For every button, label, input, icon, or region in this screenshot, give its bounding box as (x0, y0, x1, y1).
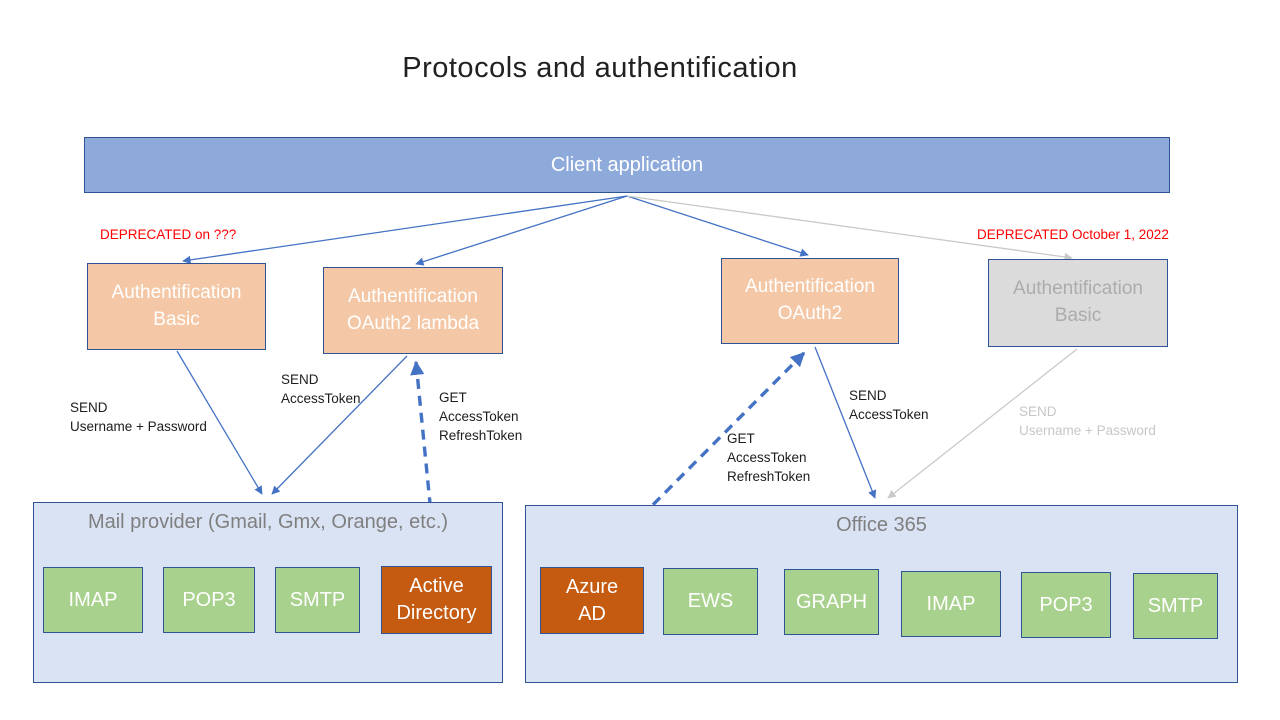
office-graph-label: GRAPH (795, 590, 868, 613)
auth-oauth2-lambda-box: Authentification OAuth2 lambda (323, 267, 503, 354)
edge-label-line: AccessToken (439, 409, 519, 425)
arrow-client-to-basic-left (182, 195, 628, 265)
arrow-client-to-oauth2-lambda (415, 195, 628, 266)
edge-label-line: GET (439, 390, 467, 405)
mail-smtp-box: SMTP (275, 567, 360, 633)
auth-oauth2-line1: Authentification (745, 276, 875, 298)
edge-label-line: SEND (281, 372, 319, 387)
edge-label-line: SEND (1019, 404, 1057, 419)
deprecated-left-label: DEPRECATED on ??? (100, 227, 237, 242)
office-ews-label: EWS (687, 590, 734, 612)
deprecated-right-label: DEPRECATED October 1, 2022 (977, 227, 1169, 242)
auth-basic-right-line1: Authentification (1013, 278, 1143, 300)
edge-label-line: SEND (70, 400, 108, 415)
auth-basic-left-line1: Authentification (111, 281, 242, 303)
office365-title: Office 365 (836, 514, 927, 536)
edge-label-line: Username + Password (70, 419, 207, 435)
edge-label-line: AccessToken (281, 391, 361, 407)
edge-label-get-tokens-left: GET AccessToken RefreshToken (439, 388, 522, 445)
mail-provider-title: Mail provider (Gmail, Gmx, Orange, etc.) (87, 511, 449, 533)
edge-label-send-accesstoken-right: SEND AccessToken (849, 386, 929, 424)
mail-imap-box: IMAP (43, 567, 143, 633)
active-directory-label: Active Directory (396, 575, 477, 624)
edge-label-line: GET (727, 431, 755, 446)
office-imap-box: IMAP (901, 571, 1001, 637)
mail-pop3-label: POP3 (182, 588, 236, 611)
office-imap-label: IMAP (926, 592, 976, 615)
office-pop3-box: POP3 (1021, 572, 1111, 638)
mail-pop3-box: POP3 (163, 567, 255, 633)
edge-label-line: AccessToken (849, 407, 929, 423)
office-smtp-label: SMTP (1147, 594, 1204, 617)
edge-label-line: RefreshToken (439, 428, 523, 444)
auth-oauth2-box: Authentification OAuth2 (721, 258, 899, 344)
client-application-box: Client application (84, 137, 1170, 193)
client-application-label: Client application (550, 153, 704, 176)
edge-label-line: RefreshToken (727, 469, 811, 485)
auth-basic-left-line2: Basic (153, 308, 200, 330)
edge-label-get-tokens-right: GET AccessToken RefreshToken (727, 429, 810, 486)
edge-label-line: Username + Password (1019, 423, 1156, 439)
office365-container: Office 365 Azure AD EWS GRAPH IMAP POP3 … (525, 505, 1238, 683)
auth-oauth2-lambda-line2: OAuth2 lambda (346, 312, 480, 334)
auth-oauth2-lambda-line1: Authentification (348, 285, 478, 307)
edge-label-line: SEND (849, 388, 887, 403)
azure-ad-label: Azure AD (565, 575, 619, 625)
edge-label-send-username-password-right-deprecated: SEND Username + Password (1019, 402, 1156, 440)
office-ews-box: EWS (663, 568, 758, 635)
mail-imap-label: IMAP (68, 588, 118, 611)
auth-oauth2-line2: OAuth2 (777, 303, 843, 324)
auth-basic-right-box-deprecated: Authentification Basic (988, 259, 1168, 347)
mail-provider-container: Mail provider (Gmail, Gmx, Orange, etc.)… (33, 502, 503, 683)
edge-label-line: AccessToken (727, 450, 807, 466)
office-smtp-box: SMTP (1133, 573, 1218, 639)
auth-basic-left-box: Authentification Basic (87, 263, 266, 350)
office-graph-box: GRAPH (784, 569, 879, 635)
active-directory-box: Active Directory (381, 566, 492, 634)
azure-ad-box: Azure AD (540, 567, 644, 634)
page-title: Protocols and authentification (402, 52, 798, 84)
office-pop3-label: POP3 (1039, 593, 1093, 616)
mail-smtp-label: SMTP (289, 588, 346, 611)
auth-basic-right-line2: Basic (1054, 305, 1102, 326)
edge-label-send-username-password-left: SEND Username + Password (70, 398, 207, 436)
arrow-client-to-oauth2 (626, 195, 809, 257)
edge-label-send-accesstoken-left: SEND AccessToken (281, 370, 361, 408)
